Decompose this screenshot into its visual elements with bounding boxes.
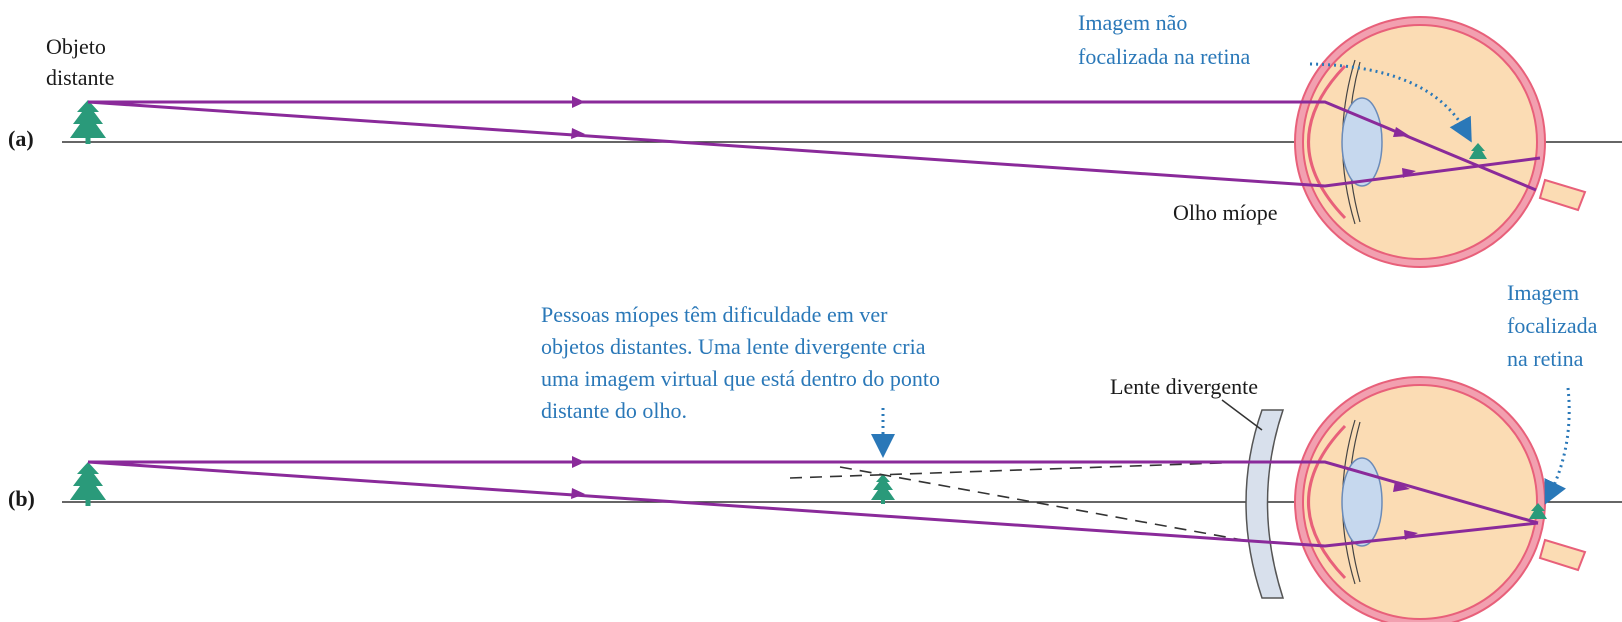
image-annotation: focalizada (1507, 313, 1598, 338)
dotted-pointer-icon (1544, 387, 1571, 505)
ray-arrow-icon (1404, 530, 1418, 540)
explanation-line: distante do olho. (541, 398, 687, 423)
panel-b: (b) Pessoas míopes têm dificuldade em ve… (8, 280, 1622, 622)
object-label: distante (46, 65, 114, 90)
tree-icon (70, 462, 106, 506)
panel-b-label: (b) (8, 486, 35, 511)
virtual-ray-dashed (839, 466, 1249, 542)
ray-arrow-icon (572, 456, 585, 468)
ray-arrow-icon (1393, 481, 1410, 492)
ray-arrow-icon (1402, 168, 1416, 178)
virtual-image-icon (871, 474, 895, 504)
ray-b-top (88, 460, 1539, 525)
panel-a-label: (a) (8, 126, 34, 151)
unfocused-image-icon (1469, 143, 1487, 159)
image-annotation: na retina (1507, 346, 1584, 371)
lens-leader-line (1221, 399, 1263, 431)
ray-b-bottom (87, 460, 1539, 548)
image-annotation: Imagem não (1078, 10, 1187, 35)
image-annotation: focalizada na retina (1078, 44, 1250, 69)
object-label: Objeto (46, 34, 106, 59)
eye-lens-b (1341, 457, 1383, 547)
tree-icon (70, 100, 106, 144)
focused-image-icon (1529, 503, 1547, 519)
eye-label: Olho míope (1173, 200, 1278, 225)
corrected-eye-b (1294, 376, 1587, 622)
ray-arrow-icon (571, 128, 585, 139)
ray-arrow-icon (571, 488, 585, 499)
diverging-lens (1245, 409, 1285, 599)
ray-a-top (88, 100, 1537, 192)
myopic-eye-a (1294, 16, 1587, 268)
lens-label: Lente divergente (1110, 374, 1258, 399)
image-annotation: Imagem (1507, 280, 1579, 305)
panel-a: (a) Objeto distante Imagem não focalizad… (8, 10, 1622, 268)
explanation-line: uma imagem virtual que está dentro do po… (541, 366, 940, 391)
explanation-line: Pessoas míopes têm dificuldade em ver (541, 302, 888, 327)
virtual-ray-dashed (789, 461, 1249, 479)
ray-arrow-icon (572, 96, 585, 108)
ray-arrow-icon (1393, 127, 1410, 137)
ray-a-bottom (87, 100, 1541, 188)
explanation-line: objetos distantes. Uma lente divergente … (541, 334, 926, 359)
